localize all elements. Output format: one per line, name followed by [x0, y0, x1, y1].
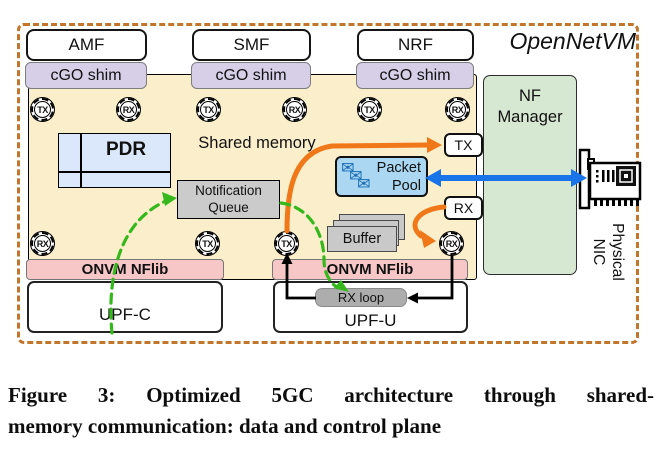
- rx-loop: RX loop: [315, 288, 407, 307]
- caption-line1: Figure 3: Optimized 5GC architecture thr…: [8, 383, 654, 407]
- nf-box-amf: AMF: [26, 29, 147, 61]
- pdr-table: PDR: [58, 133, 171, 188]
- notification-queue: Notification Queue: [177, 180, 280, 219]
- upf-c-onvm-nflib: ONVM NFlib: [26, 259, 224, 280]
- nrf-rx-port-circle: RX: [445, 97, 470, 122]
- figure-caption: Figure 3: Optimized 5GC architecture thr…: [8, 380, 654, 442]
- manager-rx-port: RX: [444, 196, 483, 220]
- nrf-tx-port-circle: TX: [357, 97, 382, 122]
- manager-tx-port: TX: [444, 133, 483, 157]
- packet-pool: ✉ ✉ ✉ Packet Pool: [335, 156, 428, 197]
- shared-memory-label: Shared memory: [198, 134, 316, 152]
- cgo-shim-amf: cGO shim: [25, 62, 147, 89]
- nf-box-smf: SMF: [192, 29, 311, 61]
- upfc-tx-port-circle: TX: [195, 231, 220, 256]
- buffer: Buffer: [327, 226, 397, 252]
- smf-tx-port-circle: TX: [196, 97, 221, 122]
- pdr-divider-horizontal: [59, 171, 170, 173]
- cgo-shim-nrf: cGO shim: [356, 62, 474, 89]
- amf-tx-port-circle: TX: [30, 97, 55, 122]
- pdr-divider-vertical: [80, 134, 82, 187]
- amf-rx-port-circle: RX: [116, 97, 141, 122]
- caption-line2: memory communication: data and control p…: [8, 414, 442, 438]
- packet-pool-label: Packet Pool: [376, 160, 421, 194]
- upf-c-box: UPF-C: [27, 281, 223, 333]
- cgo-shim-smf: cGO shim: [191, 62, 311, 89]
- upfc-rx-port-circle: RX: [30, 231, 55, 256]
- nic-icon: [578, 148, 642, 210]
- upf-u-label: UPF-U: [344, 311, 397, 330]
- nf-manager-label: NF Manager: [497, 87, 563, 127]
- nf-box-nrf: NRF: [357, 29, 474, 61]
- upfu-rx-port-circle: RX: [439, 231, 464, 256]
- pdr-label: PDR: [105, 139, 147, 160]
- upf-u-onvm-nflib: ONVM NFlib: [272, 259, 468, 280]
- opennetvm-title: OpenNetVM: [509, 28, 636, 54]
- upfu-tx-port-circle: TX: [274, 231, 299, 256]
- upf-c-label: UPF-C: [99, 305, 151, 324]
- smf-rx-port-circle: RX: [282, 97, 307, 122]
- nf-manager: NF Manager: [483, 75, 577, 275]
- physical-nic-label: Physical NIC: [590, 223, 626, 281]
